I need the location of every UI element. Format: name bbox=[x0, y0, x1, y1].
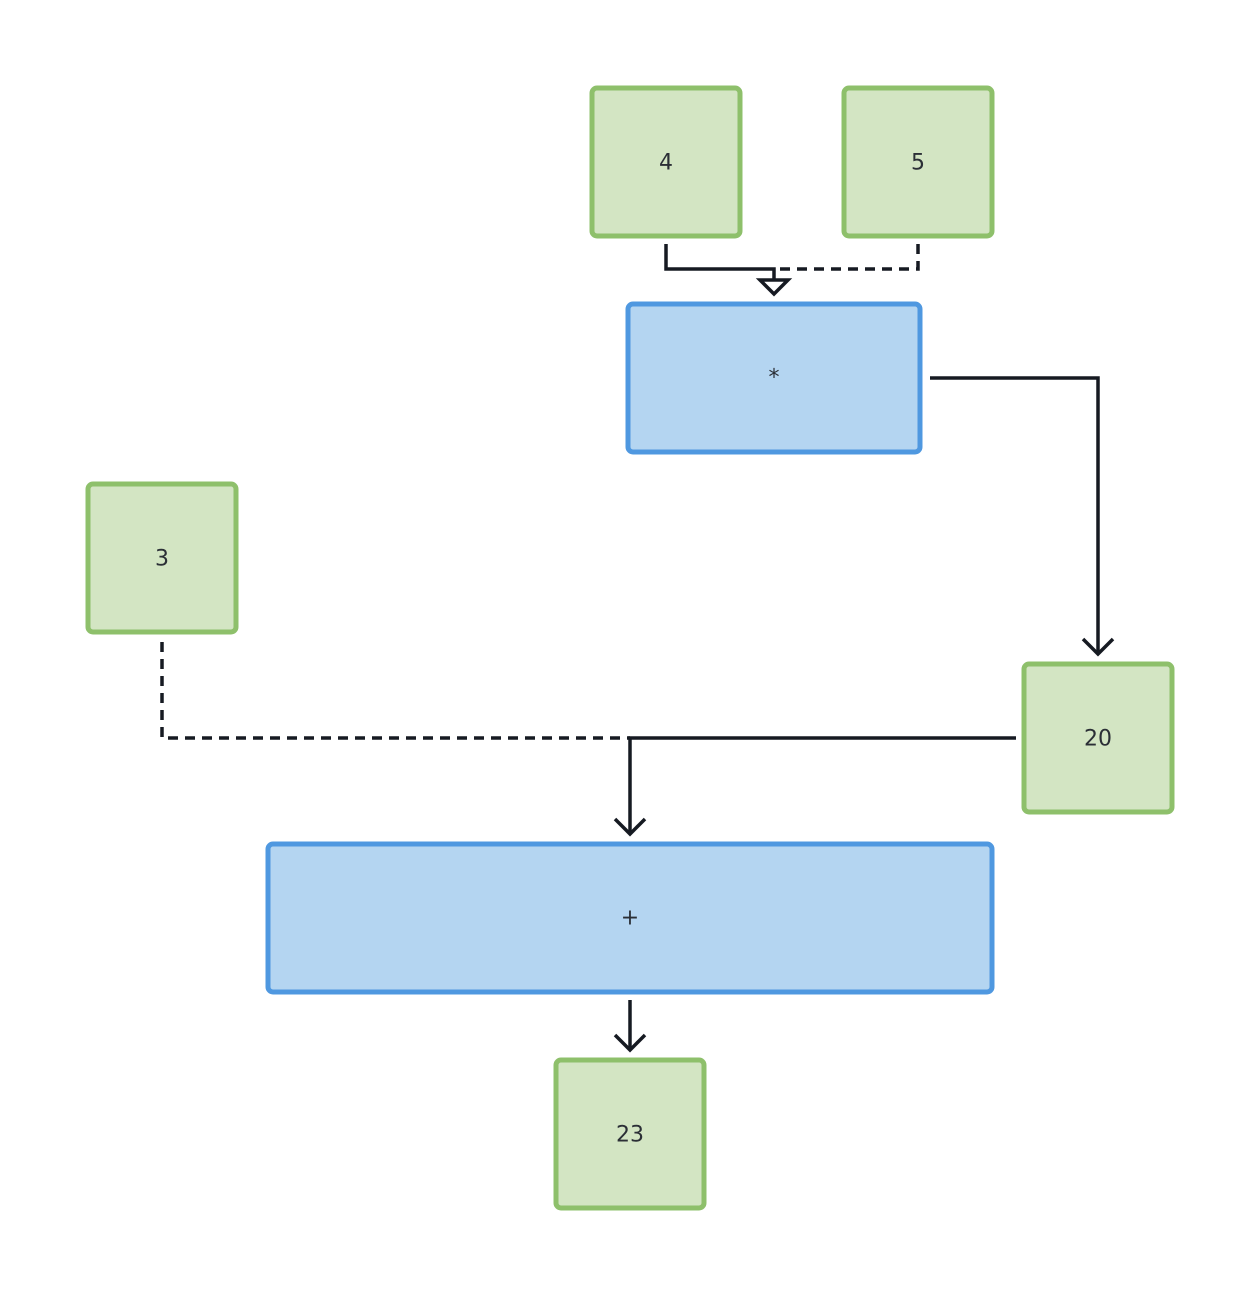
node-label: 20 bbox=[1084, 727, 1112, 752]
edges bbox=[160, 244, 1115, 1053]
node-value-5: 5 bbox=[841, 85, 995, 239]
node-label: 5 bbox=[911, 151, 925, 176]
node-value-23: 23 bbox=[553, 1057, 707, 1211]
edge-4-to-multiply bbox=[664, 244, 776, 280]
node-operator-add: + bbox=[265, 841, 995, 995]
node-value-4: 4 bbox=[589, 85, 743, 239]
edge-multiply-to-20 bbox=[930, 376, 1100, 654]
node-label: 23 bbox=[616, 1123, 644, 1148]
edge-5-to-multiply bbox=[774, 244, 920, 271]
node-label: 3 bbox=[155, 547, 169, 572]
arrowhead-into-add bbox=[613, 817, 647, 837]
multiply-input-arrowhead bbox=[755, 278, 793, 297]
edge-3-to-add bbox=[160, 642, 630, 740]
edge-20-to-add bbox=[628, 736, 1016, 834]
node-operator-multiply: * bbox=[625, 301, 923, 455]
node-label: + bbox=[621, 906, 639, 931]
node-label: * bbox=[769, 366, 780, 391]
arrowhead-into-20 bbox=[1081, 637, 1115, 657]
node-value-20: 20 bbox=[1021, 661, 1175, 815]
node-label: 4 bbox=[659, 151, 673, 176]
arrowhead-into-23 bbox=[613, 1033, 647, 1053]
node-value-3: 3 bbox=[85, 481, 239, 635]
